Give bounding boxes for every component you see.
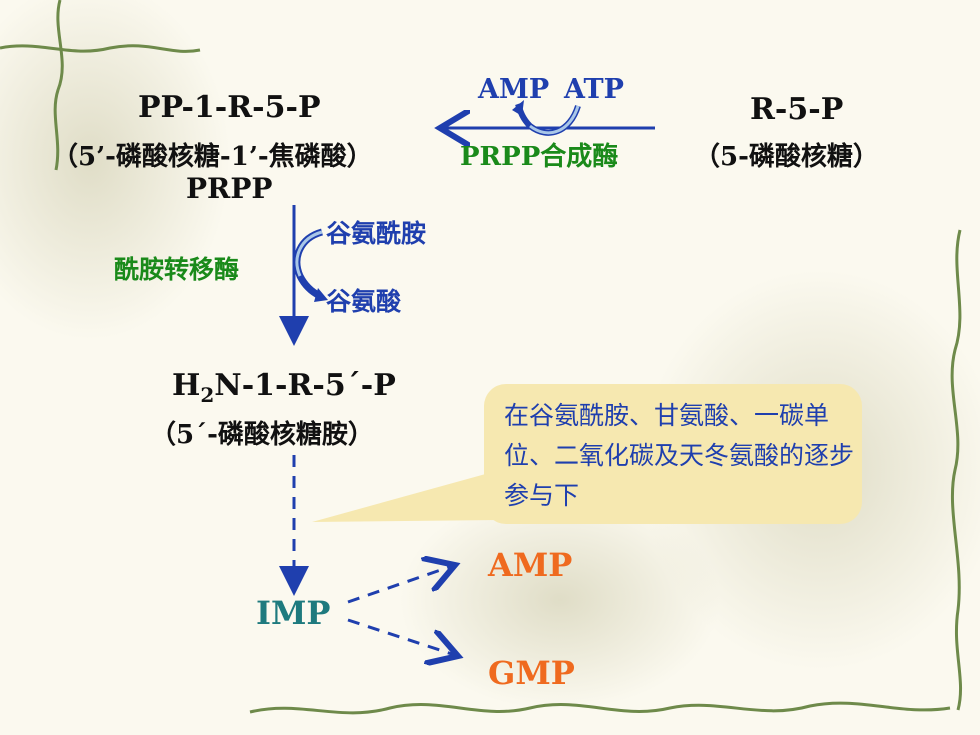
imp-label: IMP (256, 594, 331, 632)
amine-abbr-prefix: H (172, 368, 201, 403)
enzyme-prpp-synthetase: PRPP合成酶 (460, 142, 619, 172)
cofactor-glutamate: 谷氨酸 (326, 287, 402, 316)
amine-abbr-sub: 2 (200, 383, 215, 407)
gln-glu-curve (293, 228, 324, 300)
cofactor-atp: ATP (564, 74, 624, 105)
arrow-imp-to-gmp (347, 618, 458, 656)
prpp-abbr: PP-1-R-5-P (138, 90, 321, 125)
r5p-abbr: R-5-P (750, 92, 844, 127)
amine-abbr-suffix: N-1-R-5´-P (214, 368, 396, 403)
enzyme-amidotransferase: 酰胺转移酶 (114, 255, 240, 284)
gmp-label: GMP (488, 654, 575, 692)
arrow-imp-to-amp (347, 565, 455, 604)
callout-bubble (484, 384, 862, 524)
amine-abbr: H2N-1-R-5´-P (172, 368, 396, 407)
prpp-alias: PRPP (186, 172, 273, 205)
amp-label: AMP (488, 546, 573, 584)
cofactor-glutamine: 谷氨酰胺 (326, 219, 427, 248)
callout-text: 在谷氨酰胺、甘氨酸、一碳单位、二氧化碳及天冬氨酸的逐步参与下 (504, 401, 855, 510)
r5p-name: （5-磷酸核糖） (694, 142, 879, 172)
amine-name: （5´-磷酸核糖胺） (150, 420, 374, 450)
cofactor-amp: AMP (478, 74, 550, 105)
prpp-name: （5’-磷酸核糖-1’-焦磷酸） (52, 142, 373, 172)
